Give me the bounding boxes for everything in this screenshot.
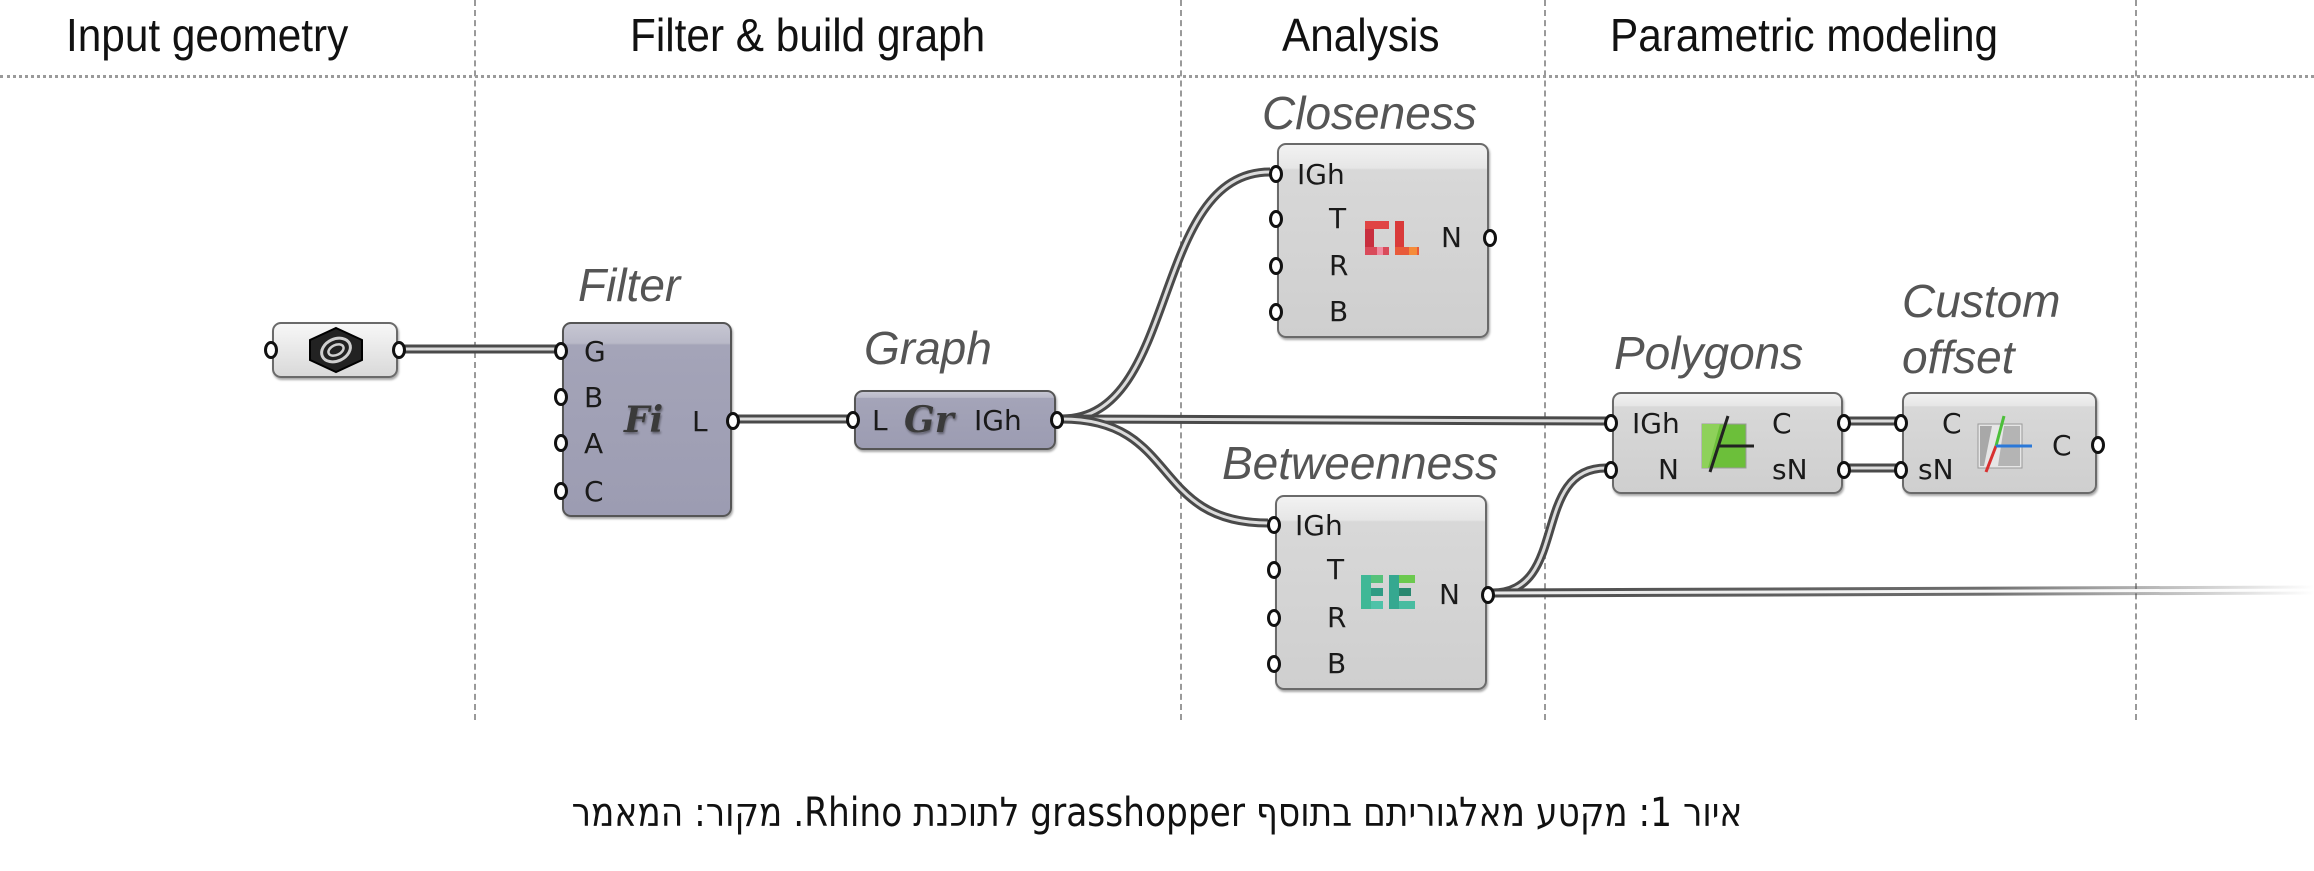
input-grip-l[interactable] bbox=[846, 411, 860, 429]
component-label-custom-offset-line2: offset bbox=[1902, 331, 2015, 383]
section-divider bbox=[1544, 0, 1546, 720]
input-grip-igh[interactable] bbox=[1604, 414, 1618, 432]
wire-betweenness-output[interactable] bbox=[1491, 585, 2314, 598]
geometry-parameter[interactable] bbox=[264, 322, 406, 378]
input-label-c: C bbox=[1942, 407, 1962, 440]
input-grip-g[interactable] bbox=[554, 342, 568, 360]
section-header-filter-build-graph: Filter & build graph bbox=[630, 9, 986, 61]
offset-icon bbox=[1977, 415, 2032, 473]
polygons-icon bbox=[1701, 415, 1754, 473]
input-label-n: N bbox=[1658, 453, 1679, 486]
output-label-n: N bbox=[1439, 578, 1460, 611]
input-label-igh: IGh bbox=[1297, 158, 1345, 191]
input-label-a: A bbox=[584, 427, 604, 460]
filter-component[interactable]: G B A C Fi L bbox=[554, 322, 740, 517]
filter-icon: Fi bbox=[624, 399, 664, 441]
input-grip-t[interactable] bbox=[1267, 561, 1281, 579]
output-label-l: L bbox=[692, 405, 708, 438]
output-grip-n[interactable] bbox=[1481, 586, 1495, 604]
input-label-b: B bbox=[584, 381, 604, 414]
component-label-filter: Filter bbox=[578, 259, 681, 311]
wire-graph-to-closeness[interactable] bbox=[1061, 167, 1271, 424]
output-label-sn: sN bbox=[1772, 453, 1808, 486]
input-label-igh: IGh bbox=[1295, 509, 1343, 542]
graph-component[interactable]: L Gr IGh bbox=[846, 390, 1064, 450]
input-grip-igh[interactable] bbox=[1267, 516, 1281, 534]
component-label-custom-offset-line1: Custom bbox=[1902, 275, 2061, 327]
wire-graph-to-polygons[interactable] bbox=[1061, 414, 1607, 426]
section-header-input-geometry: Input geometry bbox=[66, 9, 349, 61]
component-label-closeness: Closeness bbox=[1262, 87, 1477, 139]
output-grip-c[interactable] bbox=[2091, 436, 2105, 454]
section-divider bbox=[1180, 0, 1182, 720]
input-grip[interactable] bbox=[264, 341, 278, 359]
output-label-n: N bbox=[1441, 221, 1462, 254]
input-grip-sn[interactable] bbox=[1894, 461, 1908, 479]
input-grip-r[interactable] bbox=[1267, 609, 1281, 627]
input-label-l: L bbox=[872, 404, 888, 437]
output-grip-sn[interactable] bbox=[1837, 461, 1851, 479]
input-grip-b[interactable] bbox=[1267, 655, 1281, 673]
graph-icon: Gr bbox=[904, 399, 954, 441]
input-label-sn: sN bbox=[1918, 453, 1954, 486]
output-label-c: C bbox=[2052, 429, 2072, 462]
output-grip[interactable] bbox=[392, 341, 406, 359]
input-grip-b[interactable] bbox=[554, 388, 568, 406]
output-grip-c[interactable] bbox=[1837, 414, 1851, 432]
component-label-polygons: Polygons bbox=[1614, 327, 1804, 379]
input-label-t: T bbox=[1329, 202, 1347, 235]
section-divider bbox=[2135, 0, 2137, 720]
input-label-c: C bbox=[584, 475, 604, 508]
input-label-g: G bbox=[584, 335, 606, 368]
section-header-parametric-modeling: Parametric modeling bbox=[1610, 9, 1999, 61]
component-label-graph: Graph bbox=[864, 322, 992, 374]
input-grip-r[interactable] bbox=[1269, 257, 1283, 275]
input-grip-c[interactable] bbox=[1894, 414, 1908, 432]
section-divider bbox=[474, 0, 476, 720]
betweenness-component[interactable]: IGh T R B N bbox=[1267, 495, 1495, 690]
wire-betweenness-to-polygons[interactable] bbox=[1491, 463, 1607, 598]
section-header-analysis: Analysis bbox=[1282, 9, 1440, 61]
output-label-c: C bbox=[1772, 407, 1792, 440]
input-grip-igh[interactable] bbox=[1269, 165, 1283, 183]
input-grip-a[interactable] bbox=[554, 434, 568, 452]
output-label-igh: IGh bbox=[974, 404, 1022, 437]
betweenness-icon bbox=[1361, 575, 1415, 609]
input-label-t: T bbox=[1327, 553, 1345, 586]
input-label-r: R bbox=[1327, 601, 1347, 634]
custom-offset-component[interactable]: C sN C bbox=[1894, 392, 2105, 494]
figure-caption: איור 1: מקטע מאלגוריתם בתוסף grasshopper… bbox=[571, 790, 1743, 836]
input-label-b: B bbox=[1329, 295, 1349, 328]
input-label-r: R bbox=[1329, 249, 1349, 282]
component-label-betweenness: Betweenness bbox=[1222, 437, 1499, 489]
input-grip-b[interactable] bbox=[1269, 303, 1283, 321]
geometry-param-icon bbox=[309, 326, 363, 374]
output-grip-igh[interactable] bbox=[1050, 411, 1064, 429]
output-grip-l[interactable] bbox=[726, 412, 740, 430]
input-grip-t[interactable] bbox=[1269, 210, 1283, 228]
input-grip-c[interactable] bbox=[554, 482, 568, 500]
closeness-icon bbox=[1365, 221, 1419, 255]
input-grip-n[interactable] bbox=[1604, 461, 1618, 479]
closeness-component[interactable]: IGh T R B N bbox=[1269, 143, 1497, 338]
input-label-igh: IGh bbox=[1632, 407, 1680, 440]
polygons-component[interactable]: IGh N C sN bbox=[1604, 392, 1851, 494]
header-divider bbox=[0, 75, 2314, 78]
wire-graph-to-betweenness[interactable] bbox=[1061, 414, 1269, 528]
output-grip-n[interactable] bbox=[1483, 229, 1497, 247]
input-label-b: B bbox=[1327, 647, 1347, 680]
